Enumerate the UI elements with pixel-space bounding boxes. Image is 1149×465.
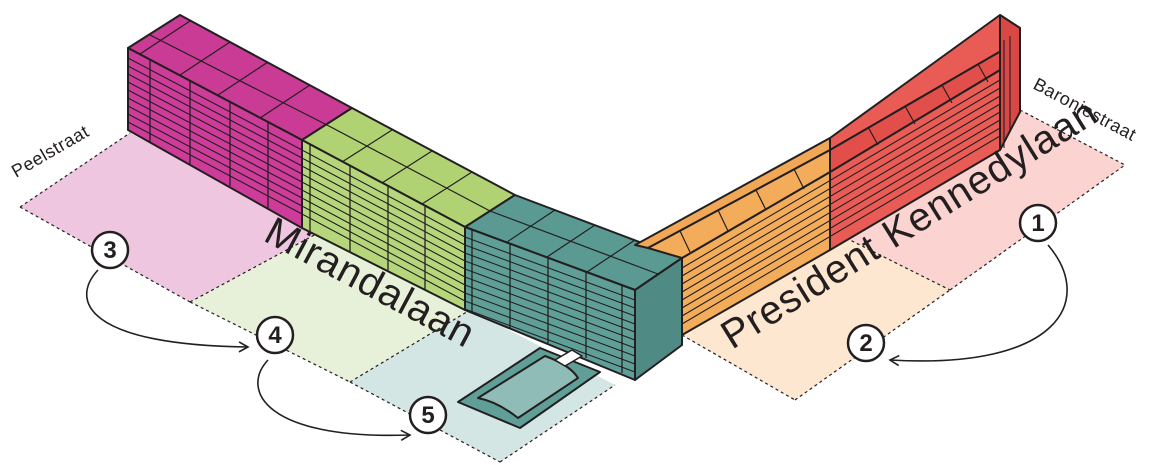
arrow-1-to-2 [888,244,1068,367]
left-wing [127,14,683,381]
roof-grid-left [139,20,659,275]
marker-1-label: 1 [1031,210,1044,237]
floor-lines-right [681,36,1011,325]
arrow-4-to-5 [257,359,412,441]
zone-rose [830,110,1125,290]
flow-arrows [85,244,1068,441]
floor-lines-left [127,57,636,373]
entrance-pavilion [457,347,601,429]
marker-1: 1 [1018,203,1058,243]
marker-4: 4 [255,315,295,355]
marker-4-label: 4 [268,322,282,349]
marker-3: 3 [90,230,130,270]
arrow-3-to-4 [85,269,250,353]
block-teal-side [634,257,683,381]
vertical-lines-left [149,60,623,373]
marker-2: 2 [846,323,886,363]
marker-3-label: 3 [103,237,116,264]
zone-pink [20,133,320,302]
zone-peach [682,230,950,400]
marker-5: 5 [408,395,448,435]
marker-2-label: 2 [859,330,872,357]
pavilion-link [554,349,583,367]
roof-grid-right [679,63,989,253]
zone-green [190,232,470,382]
right-wing [634,14,1021,336]
marker-5-label: 5 [421,402,434,429]
